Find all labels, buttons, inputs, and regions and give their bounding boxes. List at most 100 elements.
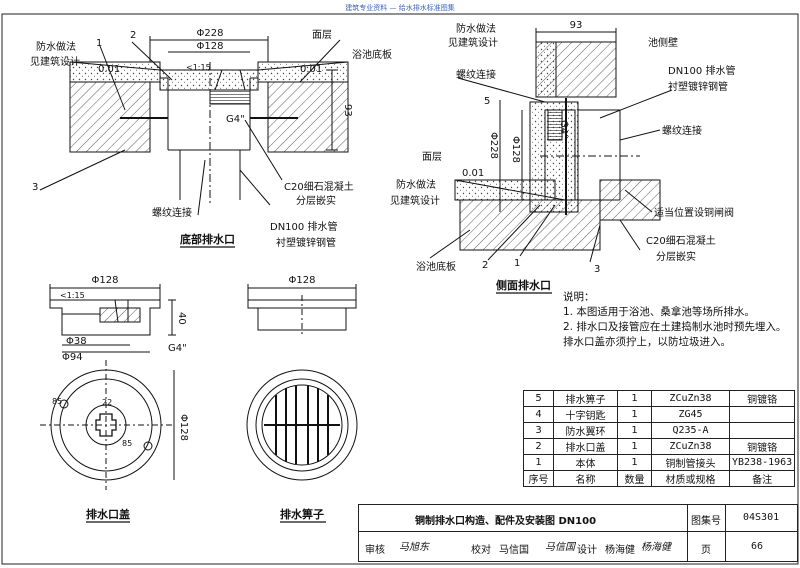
notes-item-1: 1. 本图适用于浴池、桑拿池等场所排水。 xyxy=(563,306,755,318)
bottom-dim-93: 93 xyxy=(342,104,353,117)
bom-cell: 铜镀铬 xyxy=(728,390,796,407)
bom-header-cell: 备注 xyxy=(728,470,796,487)
check-label: 校对 xyxy=(471,545,491,556)
bottom-thread-conn-label: 螺纹连接 xyxy=(152,208,192,219)
side-pipe-label-1: DN100 排水管 xyxy=(668,66,736,77)
bottom-concrete-label-1: C20细石混凝土 xyxy=(284,182,354,193)
side-drain-caption: 侧面排水口 xyxy=(496,279,551,292)
bom-cell: 1 xyxy=(617,454,652,471)
side-callout-5: 5 xyxy=(484,96,491,107)
side-callout-2: 2 xyxy=(482,260,489,271)
cover-dim-94: Φ94 xyxy=(62,352,83,363)
design-signature: 杨海健 xyxy=(641,542,671,553)
check-signature: 马信国 xyxy=(545,542,575,553)
side-thread-conn-top: 螺纹连接 xyxy=(456,70,496,81)
side-dim-93: 93 xyxy=(569,20,583,31)
cover-plan-caption: 排水口盖 xyxy=(86,508,130,521)
cover-ratio: <1:15 xyxy=(60,291,85,300)
atlas-label: 图集号 xyxy=(691,516,721,527)
cover-dim-38: Φ38 xyxy=(66,336,87,347)
grate-plan xyxy=(246,369,358,481)
side-waterproof-top-2: 见建筑设计 xyxy=(448,38,498,49)
notes-title: 说明： xyxy=(563,291,595,303)
side-wall-label: 池侧壁 xyxy=(648,38,678,49)
bottom-callout-2: 2 xyxy=(130,30,137,41)
bottom-drain-caption: 底部排水口 xyxy=(180,233,235,246)
side-concrete-label-1: C20细石混凝土 xyxy=(646,236,716,247)
bottom-callout-1: 1 xyxy=(96,38,103,49)
bottom-g4-label: G4" xyxy=(226,114,245,125)
notes-item-3: 排水口盖亦须拧上，以防垃圾进入。 xyxy=(563,336,731,348)
bottom-pipe-label-1: DN100 排水管 xyxy=(270,222,338,233)
side-waterproof-bottom-1: 防水做法 xyxy=(396,180,436,191)
designer-name: 杨海健 xyxy=(605,545,635,556)
side-dim-128: Φ128 xyxy=(510,136,521,163)
side-callout-1: 1 xyxy=(514,258,521,269)
bottom-drain-section xyxy=(39,36,349,216)
side-surface-label: 面层 xyxy=(422,152,442,163)
bottom-pool-bottom-label: 浴池底板 xyxy=(352,50,392,61)
bom-row: 5 排水箅子 1 ZCuZn38 铜镀铬 xyxy=(523,390,796,407)
bom-cell: 3 xyxy=(523,422,554,439)
bom-cell: 铜制管接头 xyxy=(651,454,730,471)
bottom-ratio: <1:15 xyxy=(186,63,211,72)
bottom-dim-228: Φ228 xyxy=(196,28,224,39)
grate-plan-caption: 排水箅子 xyxy=(280,508,324,521)
bottom-dim-128: Φ128 xyxy=(196,41,224,52)
cover-plan-dim-85b: 85 xyxy=(122,439,133,448)
bom-cell: 4 xyxy=(523,406,554,423)
bom-header-cell: 序号 xyxy=(523,470,554,487)
bom-cell: YB238-1963 xyxy=(728,454,796,471)
bom-cell: ZCuZn38 xyxy=(651,438,730,455)
side-callout-3: 3 xyxy=(594,264,601,275)
bom-table: 5 排水箅子 1 ZCuZn38 铜镀铬 4 十字钥匙 1 ZG45 3 防水翼… xyxy=(523,390,796,487)
bom-cell: 5 xyxy=(523,390,554,407)
bom-header-cell: 名称 xyxy=(553,470,618,487)
bottom-surface-label: 面层 xyxy=(312,30,332,41)
design-label: 设计 xyxy=(577,545,597,556)
bom-cell: 铜镀铬 xyxy=(728,438,796,455)
bom-cell: 1 xyxy=(523,454,554,471)
bom-cell: 1 xyxy=(617,406,652,423)
bom-cell: 1 xyxy=(617,390,652,407)
atlas-number: 04S301 xyxy=(743,512,780,523)
bottom-callout-3: 3 xyxy=(32,182,39,193)
bom-cell: 本体 xyxy=(553,454,618,471)
bom-cell: Q235-A xyxy=(651,422,730,439)
drawing-title: 铜制排水口构造、配件及安装图 DN100 xyxy=(415,516,597,527)
bom-cell xyxy=(728,406,796,423)
cover-plan-dim-128: Φ128 xyxy=(178,414,189,441)
bom-cell: 2 xyxy=(523,438,554,455)
side-drain-section xyxy=(429,28,673,263)
side-waterproof-top-1: 防水做法 xyxy=(456,24,496,35)
bom-cell: 1 xyxy=(617,422,652,439)
bom-cell: 排水箅子 xyxy=(553,390,618,407)
side-concrete-label-2: 分层嵌实 xyxy=(656,252,696,263)
cover-plan xyxy=(40,360,175,490)
side-thread-conn-right: 螺纹连接 xyxy=(662,126,702,137)
cover-g4: G4" xyxy=(168,343,187,354)
side-waterproof-bottom-2: 见建筑设计 xyxy=(390,196,440,207)
bom-cell xyxy=(728,422,796,439)
bom-cell: 1 xyxy=(617,438,652,455)
side-slope: 0.01 xyxy=(462,168,485,179)
side-g4-label: G4" xyxy=(558,120,569,139)
bottom-concrete-label-2: 分层嵌实 xyxy=(296,196,336,207)
bom-header-row: 序号 名称 数量 材质或规格 备注 xyxy=(523,470,796,487)
bom-row: 2 排水口盖 1 ZCuZn38 铜镀铬 xyxy=(523,438,796,455)
review-signature: 马旭东 xyxy=(399,542,429,553)
checker-name: 马信国 xyxy=(499,545,529,556)
bom-header-cell: 数量 xyxy=(617,470,652,487)
cover-dim-128: Φ128 xyxy=(91,275,119,286)
bom-cell: 防水翼环 xyxy=(553,422,618,439)
bom-header-cell: 材质或规格 xyxy=(651,470,730,487)
cover-section xyxy=(49,284,176,353)
side-valve-label: 适当位置设铜闸阀 xyxy=(654,208,734,219)
side-dim-228: Φ228 xyxy=(488,132,499,159)
title-block: 铜制排水口构造、配件及安装图 DN100 图集号 04S301 审核 马旭东 校… xyxy=(358,504,798,562)
bom-row: 1 本体 1 铜制管接头 YB238-1963 xyxy=(523,454,796,471)
bom-cell: ZG45 xyxy=(651,406,730,423)
bottom-slope-right: 0.01 xyxy=(300,64,323,75)
